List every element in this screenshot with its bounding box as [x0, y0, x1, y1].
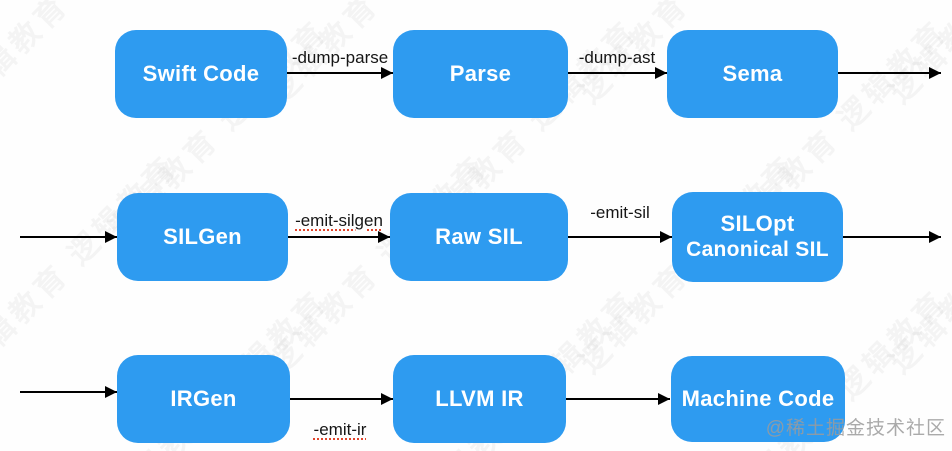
node-swift-code: Swift Code: [115, 30, 287, 118]
arrow-silgen-to-raw-sil: [288, 231, 390, 243]
node-parse-label: Parse: [449, 61, 512, 86]
node-llvm-ir-label: LLVM IR: [435, 386, 524, 411]
watermark-tile-text: 逻辑教育 逻辑教育: [877, 0, 952, 111]
arrow-into-silgen: [20, 231, 117, 243]
node-machine-code-label: Machine Code: [681, 386, 835, 411]
arrow-sema-to-next-row: [838, 67, 941, 79]
edge-label-emit-silgen: -emit-silgen: [295, 211, 383, 230]
arrow-swift-code-to-parse: [287, 67, 393, 79]
arrow-llvm-ir-to-machine-code: [566, 393, 670, 405]
node-silgen-label: SILGen: [163, 224, 242, 249]
node-silopt-canonical-sil: SILOpt Canonical SIL: [672, 192, 843, 282]
edge-label-dump-parse: -dump-parse: [291, 48, 389, 67]
node-raw-sil-label: Raw SIL: [435, 224, 523, 249]
arrow-silopt-to-next-row: [843, 231, 941, 243]
node-parse: Parse: [393, 30, 568, 118]
node-silopt-label-line1: SILOpt: [720, 211, 795, 236]
edge-label-dump-ast: -dump-ast: [578, 48, 656, 67]
node-swift-code-label: Swift Code: [142, 61, 260, 86]
node-irgen: IRGen: [117, 355, 290, 443]
watermark-tile-text: 逻辑教育 逻辑教育: [883, 149, 952, 380]
arrow-parse-to-sema: [568, 67, 667, 79]
node-silopt-label-line2: Canonical SIL: [686, 238, 829, 261]
edge-label-emit-ir: -emit-ir: [313, 420, 367, 439]
arrow-irgen-to-llvm-ir: [290, 393, 393, 405]
arrow-into-irgen: [20, 386, 117, 398]
juejin-credit-watermark: @稀土掘金技术社区: [765, 418, 946, 439]
edge-label-emit-sil: -emit-sil: [590, 203, 650, 222]
node-irgen-label: IRGen: [170, 386, 237, 411]
node-raw-sil: Raw SIL: [390, 193, 568, 281]
node-machine-code: Machine Code: [671, 356, 845, 442]
node-silgen: SILGen: [117, 193, 288, 281]
node-llvm-ir: LLVM IR: [393, 355, 566, 443]
node-sema: Sema: [667, 30, 838, 118]
node-sema-label: Sema: [722, 61, 783, 86]
arrow-raw-sil-to-silopt: [568, 231, 672, 243]
